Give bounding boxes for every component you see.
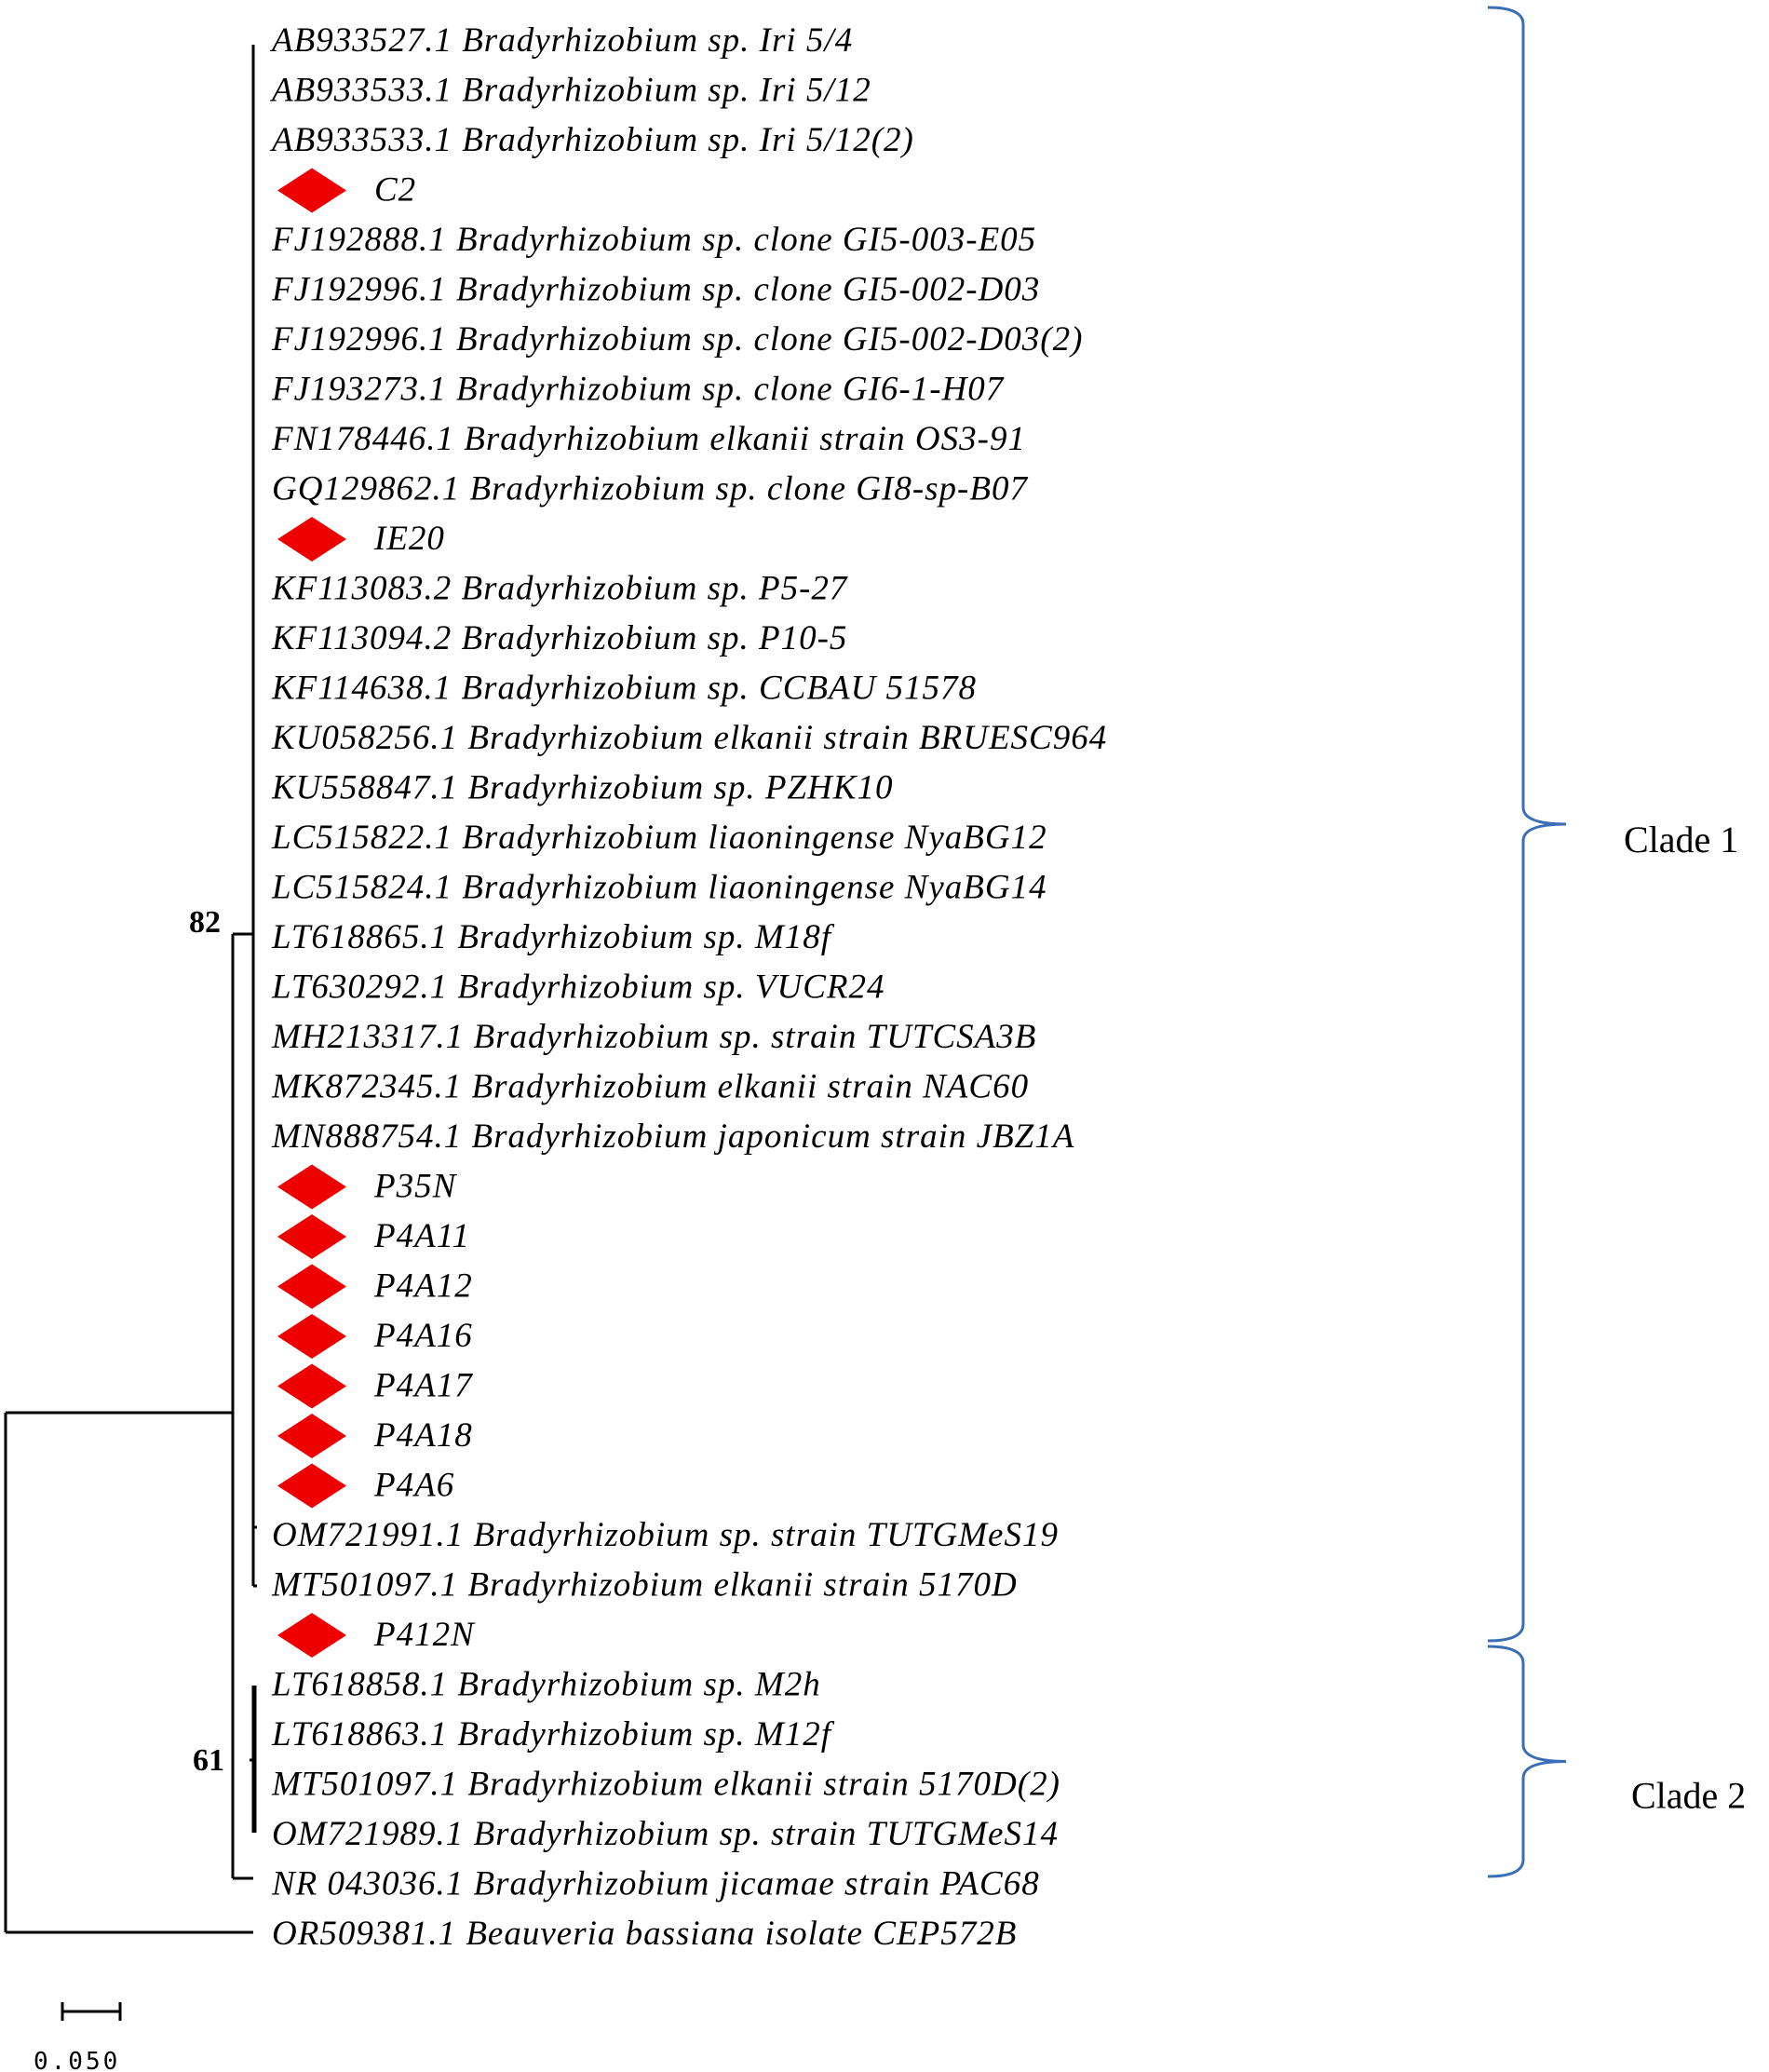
- isolate-diamond-icon: [277, 1314, 346, 1359]
- taxon-label: KU558847.1 Bradyrhizobium sp. PZHK10: [271, 769, 893, 807]
- taxon-label: LT618863.1 Bradyrhizobium sp. M12f: [271, 1715, 835, 1754]
- clade-1-bracket: [1487, 6, 1567, 1643]
- taxon-label: IE20: [373, 520, 445, 558]
- taxon-label: OM721989.1 Bradyrhizobium sp. strain TUT…: [272, 1815, 1059, 1853]
- taxon-label: LT618865.1 Bradyrhizobium sp. M18f: [271, 918, 835, 956]
- tree-branches: [4, 45, 257, 1934]
- isolate-diamond-icon: [277, 1264, 346, 1309]
- taxon-label: P4A11: [373, 1217, 470, 1255]
- taxon-label: NR 043036.1 Bradyrhizobium jicamae strai…: [271, 1865, 1040, 1903]
- taxon-label: MK872345.1 Bradyrhizobium elkanii strain…: [271, 1068, 1029, 1106]
- taxon-label: GQ129862.1 Bradyrhizobium sp. clone GI8-…: [272, 470, 1028, 508]
- isolate-diamond-icon: [277, 517, 346, 562]
- isolate-diamond-icon: [277, 1214, 346, 1259]
- clade-1-label: Clade 1: [1624, 819, 1738, 860]
- bootstrap-value-lower: 61: [193, 1743, 224, 1778]
- scale-bar: 0.050: [34, 2002, 122, 2072]
- clade-brackets: Clade 1 Clade 2: [1487, 6, 1746, 1878]
- taxon-label: AB933533.1 Bradyrhizobium sp. Iri 5/12(2…: [269, 121, 914, 159]
- taxon-label: MN888754.1 Bradyrhizobium japonicum stra…: [271, 1117, 1074, 1156]
- clade-2-label: Clade 2: [1631, 1775, 1746, 1817]
- isolate-diamond-icon: [277, 1613, 346, 1658]
- taxon-label: FN178446.1 Bradyrhizobium elkanii strain…: [271, 420, 1026, 458]
- taxon-label: LC515824.1 Bradyrhizobium liaoningense N…: [271, 869, 1047, 907]
- taxon-label: MH213317.1 Bradyrhizobium sp. strain TUT…: [271, 1018, 1036, 1056]
- taxon-label: MT501097.1 Bradyrhizobium elkanii strain…: [271, 1566, 1018, 1605]
- taxon-label: KU058256.1 Bradyrhizobium elkanii strain…: [271, 719, 1107, 757]
- taxon-label: MT501097.1 Bradyrhizobium elkanii strain…: [271, 1766, 1060, 1804]
- taxon-label: KF113094.2 Bradyrhizobium sp. P10-5: [271, 619, 847, 657]
- taxon-label: KF114638.1 Bradyrhizobium sp. CCBAU 5157…: [271, 670, 977, 708]
- taxon-label: P4A16: [373, 1317, 473, 1355]
- taxon-label: LT618858.1 Bradyrhizobium sp. M2h: [271, 1666, 821, 1704]
- taxon-label: OR509381.1 Beauveria bassiana isolate CE…: [272, 1915, 1017, 1953]
- taxon-label: P35N: [373, 1168, 458, 1206]
- taxon-label: AB933533.1 Bradyrhizobium sp. Iri 5/12: [269, 72, 871, 110]
- clade-2-bracket: [1487, 1645, 1567, 1878]
- taxon-label: C2: [374, 171, 416, 210]
- taxon-label: LT630292.1 Bradyrhizobium sp. VUCR24: [271, 968, 885, 1007]
- taxon-label: P4A18: [373, 1416, 473, 1455]
- taxon-label: P4A6: [373, 1467, 454, 1505]
- bootstrap-value-upper: 82: [189, 905, 221, 940]
- taxon-label: AB933527.1 Bradyrhizobium sp. Iri 5/4: [269, 21, 853, 60]
- isolate-diamond-icon: [277, 1363, 346, 1409]
- taxon-label: OM721991.1 Bradyrhizobium sp. strain TUT…: [272, 1516, 1059, 1554]
- taxon-label: LC515822.1 Bradyrhizobium liaoningense N…: [271, 819, 1047, 857]
- taxon-labels: AB933527.1 Bradyrhizobium sp. Iri 5/4AB9…: [269, 21, 1107, 1953]
- isolate-diamond-icon: [277, 1414, 346, 1458]
- isolate-diamond-icon: [277, 168, 346, 213]
- taxon-label: KF113083.2 Bradyrhizobium sp. P5-27: [271, 570, 848, 608]
- isolate-diamond-icon: [277, 1164, 346, 1210]
- taxon-label: P4A17: [373, 1367, 473, 1405]
- scale-bar-value: 0.050: [34, 2048, 120, 2072]
- taxon-label: P4A12: [373, 1267, 473, 1306]
- taxon-label: FJ192888.1 Bradyrhizobium sp. clone GI5-…: [271, 221, 1036, 259]
- isolate-diamond-icon: [277, 1463, 346, 1509]
- taxon-label: FJ193273.1 Bradyrhizobium sp. clone GI6-…: [271, 371, 1005, 409]
- isolate-markers: [277, 168, 346, 1658]
- taxon-label: P412N: [373, 1616, 476, 1654]
- taxon-label: FJ192996.1 Bradyrhizobium sp. clone GI5-…: [271, 271, 1040, 309]
- taxon-label: FJ192996.1 Bradyrhizobium sp. clone GI5-…: [271, 320, 1083, 359]
